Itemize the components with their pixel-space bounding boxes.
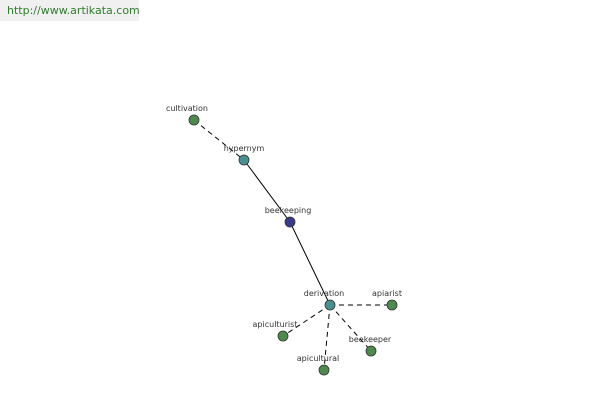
node-label-apicultural: apicultural [297, 354, 340, 363]
node-dot-apiculturist[interactable] [277, 330, 289, 342]
node-apiculturist[interactable]: apiculturist [253, 320, 298, 342]
node-dot-apicultural[interactable] [318, 364, 330, 376]
node-dot-hypernym[interactable] [238, 154, 250, 166]
graph-edges [193, 119, 392, 371]
node-label-apiarist: apiarist [372, 289, 402, 298]
edge-beekeeping-derivation [289, 221, 331, 306]
node-cultivation[interactable]: cultivation [166, 104, 208, 126]
node-label-beekeeping: beekeeping [265, 206, 312, 215]
node-label-beekeeper: beekeeper [349, 335, 392, 344]
node-label-apiculturist: apiculturist [253, 320, 298, 329]
node-dot-beekeeping[interactable] [284, 216, 296, 228]
node-label-hypernym: hypernym [224, 144, 265, 153]
node-derivation[interactable]: derivation [304, 289, 344, 311]
node-dot-beekeeper[interactable] [365, 345, 377, 357]
node-apicultural[interactable]: apicultural [297, 354, 340, 376]
node-dot-apiarist[interactable] [386, 299, 398, 311]
node-beekeeping[interactable]: beekeeping [265, 206, 312, 228]
edge-derivation-apicultural [323, 304, 331, 371]
node-beekeeper[interactable]: beekeeper [349, 335, 392, 357]
graph-nodes: cultivation hypernym beekeeping derivation a… [166, 104, 402, 376]
node-apiarist[interactable]: apiarist [372, 289, 402, 311]
node-label-derivation: derivation [304, 289, 344, 298]
edge-derivation-beekeeper [329, 304, 372, 352]
watermark-url: http://www.artikata.com [0, 0, 140, 21]
edge-cultivation-hypernym [193, 119, 245, 161]
node-dot-derivation[interactable] [324, 299, 336, 311]
node-hypernym[interactable]: hypernym [224, 144, 265, 166]
node-dot-cultivation[interactable] [188, 114, 200, 126]
edge-hypernym-beekeeping [243, 159, 291, 223]
edge-derivation-apiculturist [282, 304, 331, 337]
node-label-cultivation: cultivation [166, 104, 208, 113]
